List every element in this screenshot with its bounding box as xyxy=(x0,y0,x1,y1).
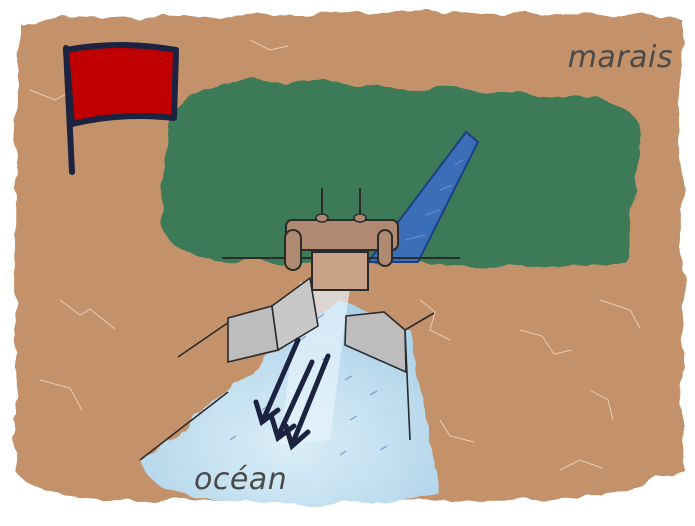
red-flag-icon xyxy=(63,42,179,175)
marsh-label: marais xyxy=(567,40,673,75)
marsh-area xyxy=(160,80,642,267)
downstream-arrow-icon xyxy=(253,337,331,451)
ocean-label: océan xyxy=(194,462,288,497)
left-channel-wall xyxy=(271,276,319,352)
right-sluice-wall xyxy=(344,311,407,374)
sluice-gate xyxy=(284,188,399,291)
